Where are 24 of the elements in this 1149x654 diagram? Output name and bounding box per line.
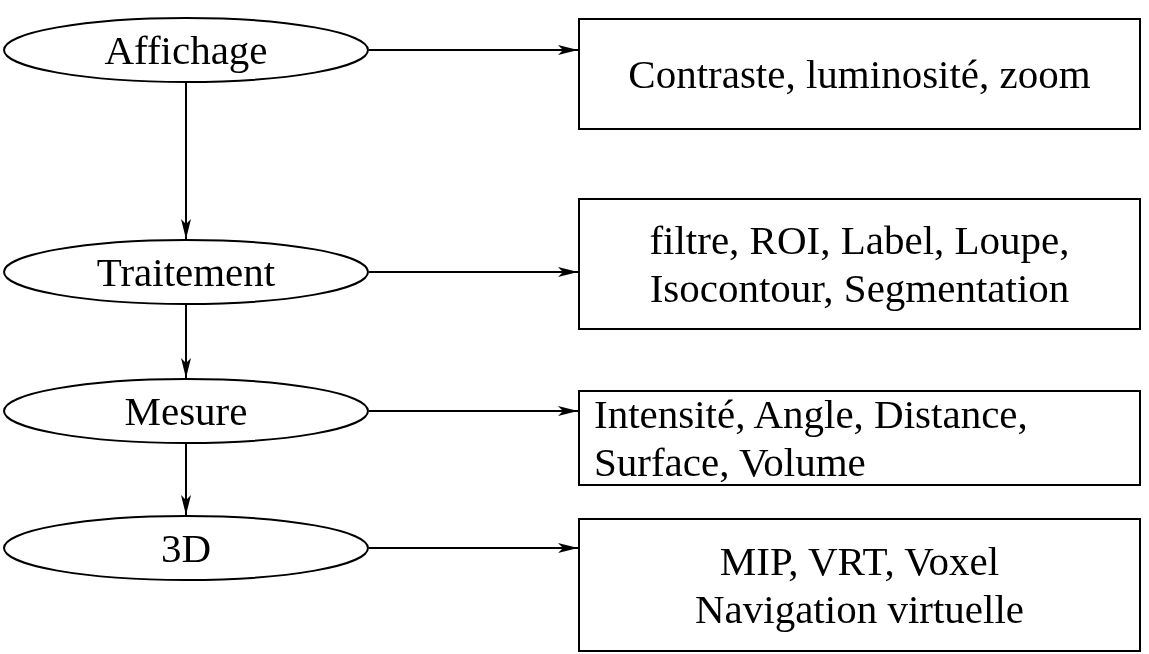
node-text: filtre, ROI, Label, Loupe, Isocontour, Segmentation — [648, 216, 1071, 312]
arrow — [368, 267, 579, 277]
arrow — [181, 82, 191, 240]
text-box — [578, 518, 1141, 652]
node-text: 3D — [160, 524, 212, 572]
node-text: Navigation virtuelle — [694, 585, 1024, 633]
node-text: Intensité, Angle, Distance, Surface, Volume — [594, 390, 1029, 486]
node-text: Contraste, luminosité, zoom — [628, 50, 1091, 98]
arrow — [368, 543, 579, 553]
text-box — [578, 18, 1141, 130]
node-text: Traitement — [96, 248, 276, 296]
node-text: MIP, VRT, Voxel — [719, 537, 1000, 585]
arrow — [181, 304, 191, 379]
arrow — [368, 406, 579, 416]
arrow — [181, 443, 191, 516]
node-text: Mesure — [124, 387, 248, 435]
text-box — [578, 390, 1141, 486]
node-text: Affichage — [104, 26, 268, 74]
ellipse-node — [3, 17, 369, 83]
arrow — [368, 45, 579, 55]
text-box — [578, 198, 1141, 330]
ellipse-node — [3, 515, 369, 581]
ellipse-node — [3, 239, 369, 305]
ellipse-node — [3, 378, 369, 444]
